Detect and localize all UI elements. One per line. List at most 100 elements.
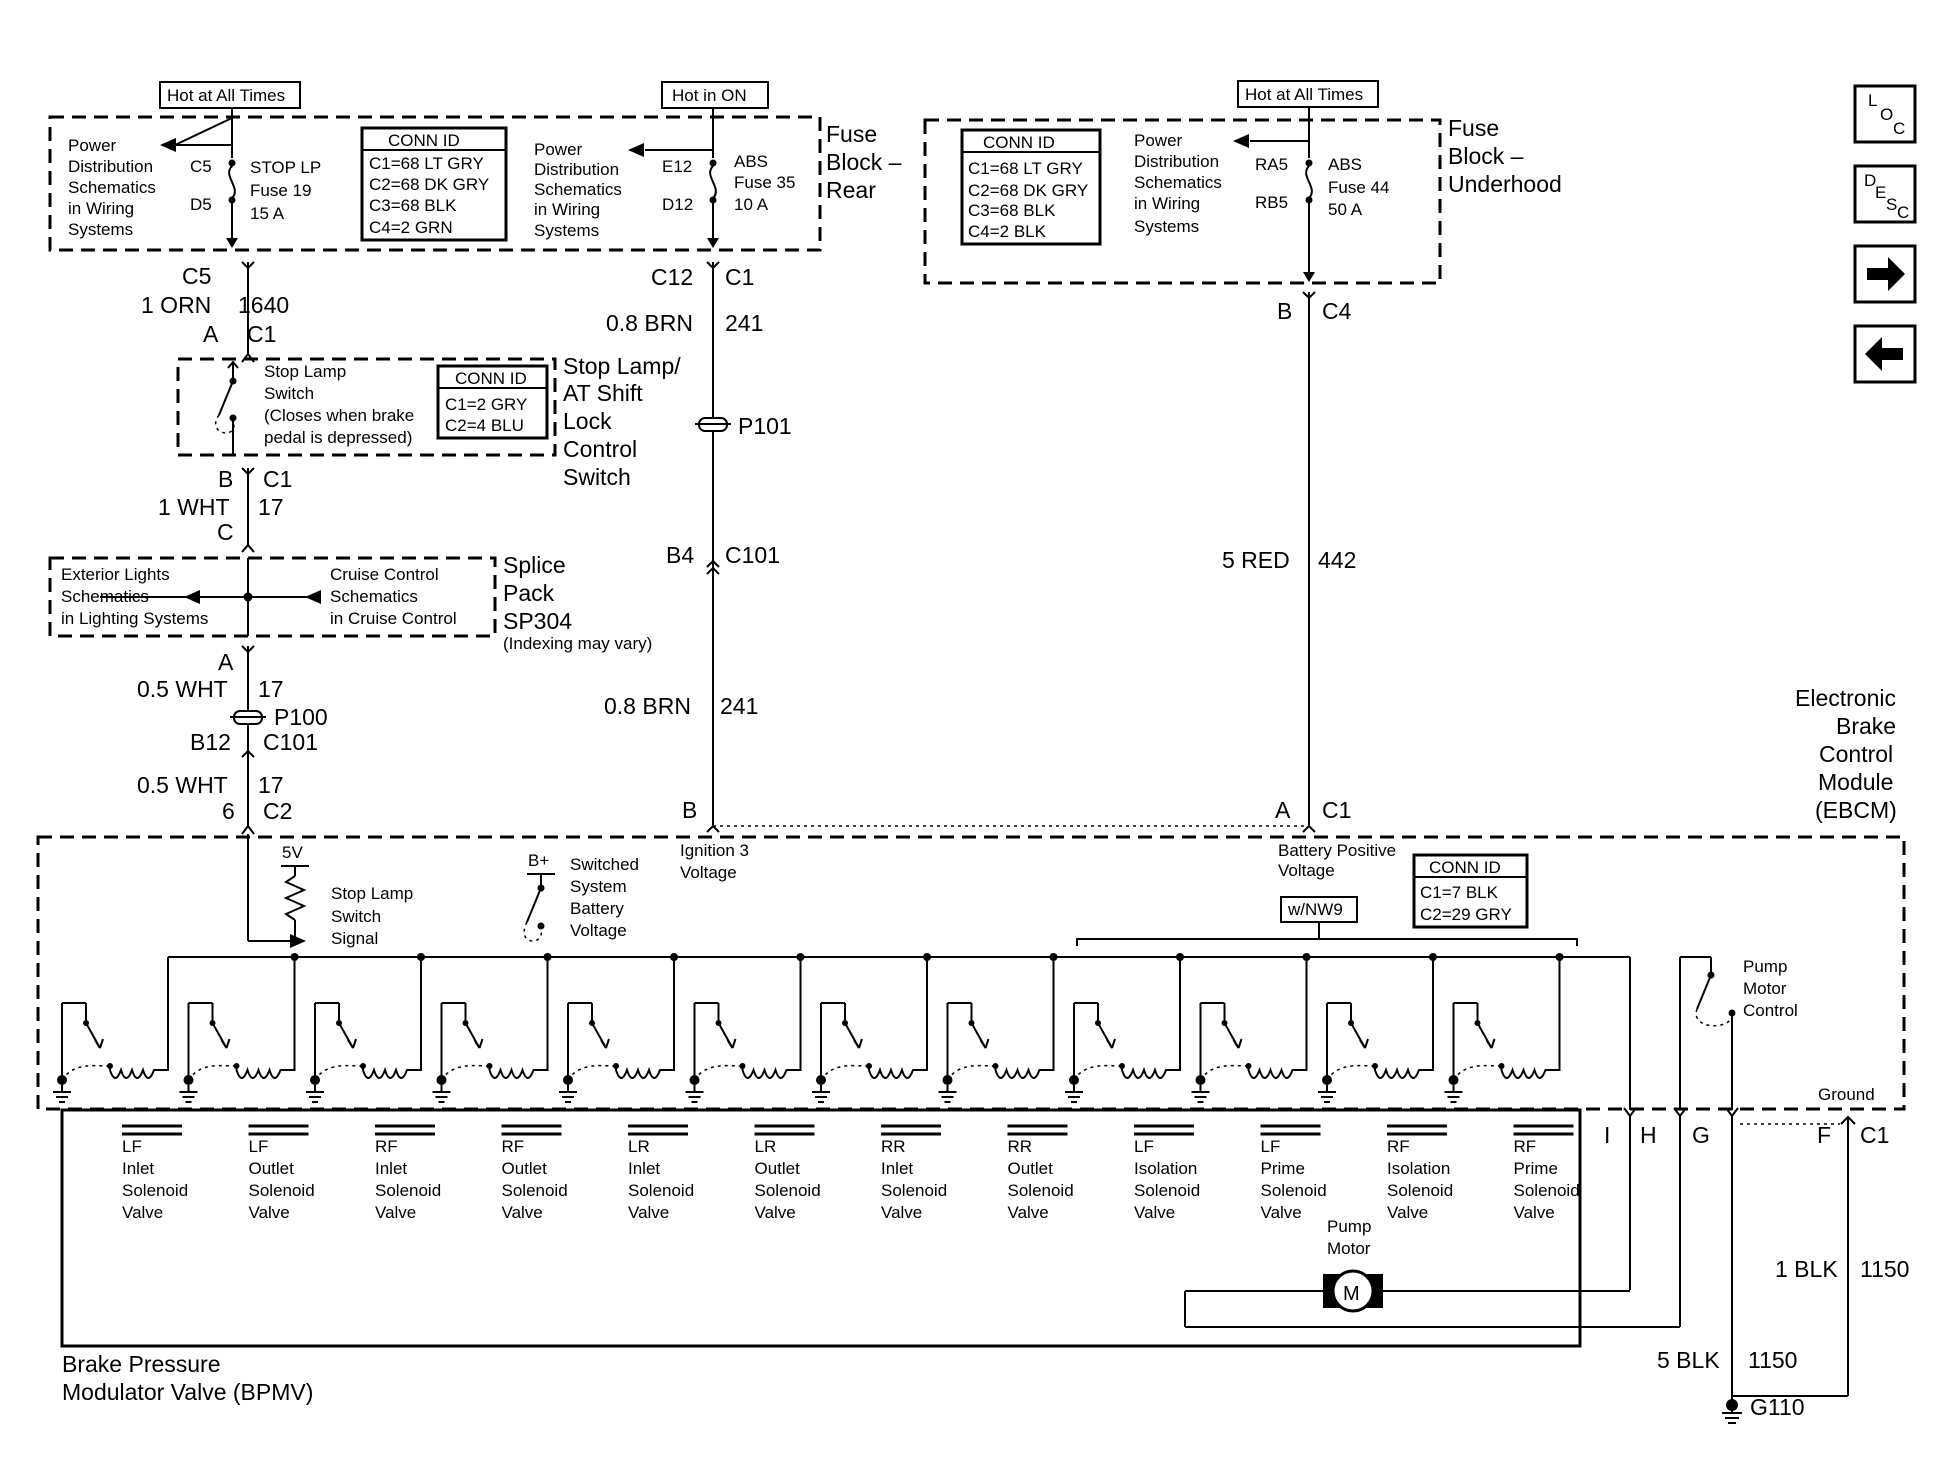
g110-label: G110 bbox=[1750, 1394, 1805, 1420]
circuit-17-c: 17 bbox=[258, 772, 284, 798]
ground-icon bbox=[559, 1085, 577, 1103]
valve-label-line: Valve bbox=[122, 1203, 163, 1222]
wire-08-brn-a: 0.8 BRN bbox=[606, 310, 693, 336]
circuit-1150-a: 1150 bbox=[1860, 1256, 1909, 1282]
power-dist-underhood-line3: Schematics bbox=[1134, 173, 1222, 192]
wire-1-blk: 1 BLK bbox=[1775, 1256, 1838, 1282]
pin-h-label: H bbox=[1640, 1122, 1657, 1148]
fuse19-name: STOP LP bbox=[250, 158, 321, 177]
fuse35-name: ABS bbox=[734, 152, 768, 171]
valve-label-line: Inlet bbox=[375, 1159, 407, 1178]
splice-pack-box bbox=[48, 556, 497, 638]
stop-lamp-title-4: Control bbox=[563, 436, 637, 462]
splice-title-2: Pack bbox=[503, 580, 555, 606]
valve-label-line: Valve bbox=[755, 1203, 796, 1222]
solenoid-coil-icon bbox=[235, 957, 296, 1079]
ground-icon bbox=[1318, 1085, 1336, 1103]
p100-label: P100 bbox=[274, 704, 328, 730]
left-pin-c-label: C bbox=[217, 519, 234, 545]
valve-label-line: RF bbox=[502, 1137, 525, 1156]
power-dist-right-line1: Power bbox=[534, 140, 583, 159]
splice-left-line3: in Lighting Systems bbox=[61, 609, 208, 628]
circuit-17-a: 17 bbox=[258, 494, 284, 520]
valve-label-line: Valve bbox=[628, 1203, 669, 1222]
desc-letter-c: C bbox=[1897, 203, 1909, 222]
power-dist-underhood-line4: in Wiring bbox=[1134, 194, 1200, 213]
valve-label-line: Solenoid bbox=[1008, 1181, 1074, 1200]
left-c101-label: C101 bbox=[263, 729, 318, 755]
bus-junction-dot bbox=[670, 953, 678, 961]
fuse-19-icon bbox=[228, 165, 236, 199]
fuse44-number: Fuse 44 bbox=[1328, 178, 1389, 197]
terminal-e12-label: E12 bbox=[662, 157, 692, 176]
stop-lamp-switch-label-2: Switch bbox=[264, 384, 314, 403]
solenoid-coil-icon bbox=[868, 957, 928, 1079]
switch-icon bbox=[526, 887, 542, 923]
valve-label-line: Outlet bbox=[755, 1159, 801, 1178]
valve-label-line: Outlet bbox=[249, 1159, 295, 1178]
valve-label-line: Solenoid bbox=[1387, 1181, 1453, 1200]
power-dist-left-line3: Schematics bbox=[68, 178, 156, 197]
next-arrow-button[interactable] bbox=[1853, 244, 1917, 304]
fuse19-rating: 15 A bbox=[250, 204, 285, 223]
w-nw9-label: w/NW9 bbox=[1287, 900, 1343, 919]
valve-label-line: Isolation bbox=[1134, 1159, 1197, 1178]
solenoid-coil-icon bbox=[615, 957, 675, 1079]
circuit-1150-b: 1150 bbox=[1748, 1347, 1797, 1373]
conn-id-underhood-c2: C2=68 DK GRY bbox=[968, 181, 1088, 200]
conn-id-ebcm-c1: C1=7 BLK bbox=[1420, 883, 1499, 902]
right-arrow-icon bbox=[1867, 257, 1905, 291]
valve-label-line: Valve bbox=[1387, 1203, 1428, 1222]
solenoid-channel bbox=[938, 953, 1058, 1103]
hot-at-all-times-underhood-label: Hot at All Times bbox=[1245, 85, 1363, 104]
loc-button[interactable]: L O C bbox=[1853, 84, 1917, 144]
solenoid-channel bbox=[1318, 953, 1437, 1103]
ebcm-title-3: Control bbox=[1819, 741, 1893, 767]
left-pin-b12-label: B12 bbox=[190, 729, 231, 755]
power-dist-left-line2: Distribution bbox=[68, 157, 153, 176]
solenoid-channel bbox=[432, 953, 552, 1103]
switched-line4: Voltage bbox=[570, 921, 627, 940]
bus-junction-dot bbox=[543, 953, 552, 961]
fuse35-number: Fuse 35 bbox=[734, 173, 795, 192]
right-c1-label: C1 bbox=[1322, 797, 1351, 823]
solenoid-coil-icon bbox=[994, 957, 1055, 1079]
fuse-block-rear-box bbox=[48, 115, 822, 252]
motor-symbol: M bbox=[1343, 1283, 1360, 1305]
battery-voltage-line2: Voltage bbox=[1278, 861, 1335, 880]
solenoid-coil-icon bbox=[362, 957, 422, 1079]
valve-label-line: Outlet bbox=[1008, 1159, 1054, 1178]
wire-1-orn: 1 ORN bbox=[141, 292, 211, 318]
pump-ctl-line3: Control bbox=[1743, 1001, 1798, 1020]
valve-label-line: LF bbox=[1134, 1137, 1154, 1156]
stop-lamp-title-2: AT Shift bbox=[563, 380, 643, 406]
ebcm-pin-6-label: 6 bbox=[222, 798, 235, 824]
power-dist-left-line4: in Wiring bbox=[68, 199, 134, 218]
battery-voltage-line1: Battery Positive bbox=[1278, 841, 1396, 860]
right-pin-b-label: B bbox=[1277, 298, 1292, 324]
stop-lamp-switch-label-1: Stop Lamp bbox=[264, 362, 346, 381]
valve-label-line: Solenoid bbox=[628, 1181, 694, 1200]
valve-label-line: Solenoid bbox=[375, 1181, 441, 1200]
splice-left-line2: Schematics bbox=[61, 587, 149, 606]
back-arrow-button[interactable] bbox=[1853, 324, 1917, 384]
left-arrow-icon bbox=[1865, 337, 1903, 371]
valve-label-line: LF bbox=[122, 1137, 142, 1156]
solenoid-channel bbox=[1065, 953, 1184, 1103]
desc-letter-e: E bbox=[1875, 183, 1886, 202]
stop-lamp-title-1: Stop Lamp/ bbox=[563, 353, 681, 379]
solenoid-coil-icon bbox=[488, 957, 549, 1079]
valve-label-line: RF bbox=[1387, 1137, 1410, 1156]
pin-g-label: G bbox=[1692, 1122, 1710, 1148]
arrow-left-icon bbox=[628, 143, 644, 157]
left-pin-a-label: A bbox=[203, 321, 219, 347]
desc-button[interactable]: D E S C bbox=[1853, 164, 1917, 224]
stoplamp-signal-line2: Switch bbox=[331, 907, 381, 926]
loc-letter-l: L bbox=[1868, 91, 1877, 110]
